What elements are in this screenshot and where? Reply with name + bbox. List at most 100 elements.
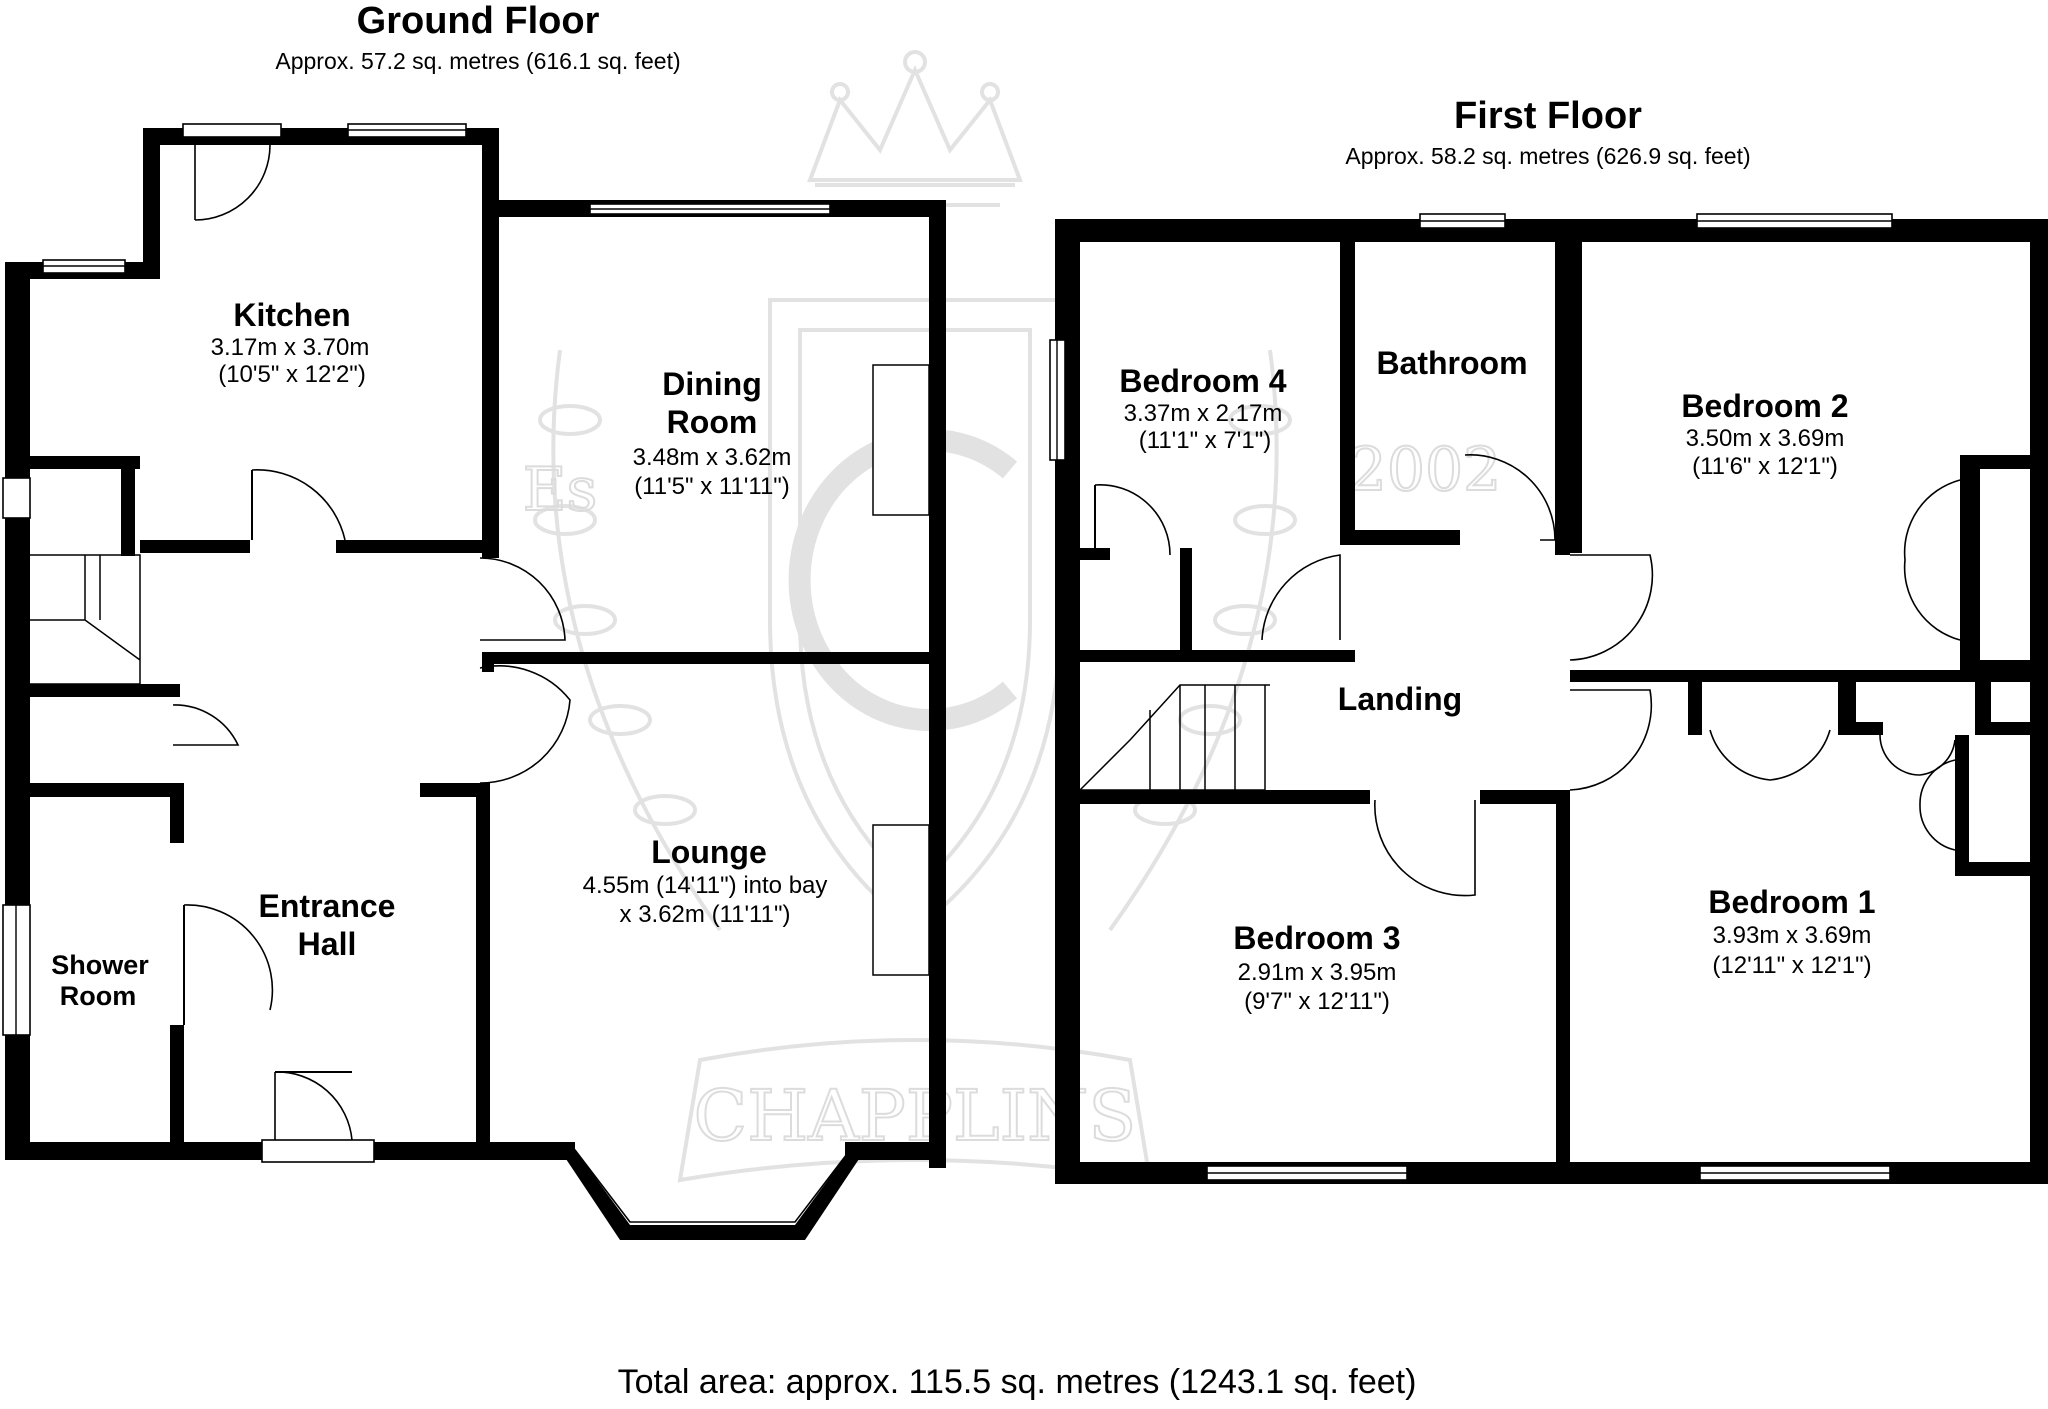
wall xyxy=(1960,660,2030,674)
bedroom1-dim-metric: 3.93m x 3.69m xyxy=(1712,922,1872,949)
shower-room-label-1: Shower xyxy=(51,950,149,980)
wall xyxy=(1080,790,1370,804)
wall xyxy=(1955,862,2030,876)
wall xyxy=(30,783,170,797)
lounge-dim-line2: x 3.62m (11'11") xyxy=(619,901,791,928)
wall xyxy=(482,652,494,672)
wall xyxy=(1570,235,1582,553)
wall xyxy=(1556,790,1570,1170)
kitchen-label: Kitchen xyxy=(233,297,351,333)
wall xyxy=(1340,235,1355,545)
bedroom2-dim-metric: 3.50m x 3.69m xyxy=(1685,425,1845,452)
wall xyxy=(1340,530,1460,545)
bedroom1-door[interactable] xyxy=(1569,689,1653,791)
landing-label: Landing xyxy=(1337,681,1463,717)
wall xyxy=(1960,455,1980,675)
dining-dim-metric: 3.48m x 3.62m xyxy=(632,444,792,471)
first-floor-plan xyxy=(1049,213,2048,1184)
bedroom4-label: Bedroom 4 xyxy=(1119,363,1287,399)
watermark-est: Es xyxy=(523,455,598,525)
dining-dim-imperial: (11'5" x 11'11") xyxy=(634,473,790,500)
wall xyxy=(1085,548,1095,560)
cupboard-doors-3[interactable] xyxy=(1919,759,1956,851)
kitchen-back-door[interactable] xyxy=(194,144,271,221)
front-door-threshold xyxy=(261,1139,375,1163)
wall xyxy=(1838,722,1883,735)
bedroom3-label: Bedroom 3 xyxy=(1233,920,1401,956)
wall xyxy=(1555,235,1570,555)
wall xyxy=(1838,675,1856,735)
bedroom3-door[interactable] xyxy=(1374,799,1476,897)
wall xyxy=(845,1142,945,1160)
bedroom1-label: Bedroom 1 xyxy=(1708,884,1876,920)
dining-room-label-2: Room xyxy=(666,404,758,440)
front-door[interactable] xyxy=(274,1071,353,1141)
bedroom4-cupboard-door[interactable] xyxy=(1094,484,1171,556)
fireplace xyxy=(872,364,930,516)
bedroom2-label: Bedroom 2 xyxy=(1681,388,1849,424)
wall xyxy=(170,1025,184,1150)
wall xyxy=(1055,219,2048,242)
wall xyxy=(482,128,499,203)
entrance-hall-label-1: Entrance xyxy=(258,888,396,924)
wall xyxy=(1688,675,1702,735)
wall xyxy=(1480,790,1570,804)
wardrobe-doors[interactable] xyxy=(1709,729,1831,781)
ground-floor-area: Approx. 57.2 sq. metres (616.1 sq. feet) xyxy=(275,48,681,74)
ground-floor-plan xyxy=(2,123,946,1240)
wall xyxy=(1955,735,1969,875)
wall xyxy=(482,652,937,664)
dining-room-label-1: Dining xyxy=(662,366,762,402)
wall xyxy=(121,456,135,556)
bedroom1-dim-imperial: (12'11" x 12'1") xyxy=(1712,952,1872,979)
window xyxy=(182,123,282,138)
wall xyxy=(1180,548,1192,658)
staircase xyxy=(1079,684,1270,791)
wall xyxy=(476,790,490,1150)
wardrobe-doors-2[interactable] xyxy=(1879,734,1956,776)
lounge-label: Lounge xyxy=(651,834,767,870)
bedroom4-door[interactable] xyxy=(1261,554,1341,641)
kitchen-dim-imperial: (10'5" x 12'2") xyxy=(218,361,366,388)
ground-floor-title: Ground Floor xyxy=(356,0,600,42)
window xyxy=(2,477,31,519)
bedroom3-dim-imperial: (9'7" x 12'11") xyxy=(1244,988,1390,1015)
bedroom2-wardrobe-door[interactable] xyxy=(1903,479,1961,641)
bathroom-door[interactable] xyxy=(1464,454,1556,541)
bedroom4-dim-imperial: (11'1" x 7'1") xyxy=(1138,427,1272,454)
wall xyxy=(1055,1162,2048,1184)
wall xyxy=(1975,675,1991,735)
first-floor-area: Approx. 58.2 sq. metres (626.9 sq. feet) xyxy=(1345,143,1751,169)
shower-door[interactable] xyxy=(183,904,274,1011)
bedroom3-dim-metric: 2.91m x 3.95m xyxy=(1237,959,1397,986)
watermark-year: 2002 xyxy=(1349,435,1502,505)
staircase xyxy=(30,554,141,685)
wall xyxy=(30,684,180,697)
shower-room-label-2: Room xyxy=(59,981,137,1011)
fireplace xyxy=(872,824,930,976)
lounge-door[interactable] xyxy=(479,665,571,784)
lounge-dim-line1: 4.55m (14'11") into bay xyxy=(582,872,828,899)
kitchen-dim-metric: 3.17m x 3.70m xyxy=(210,334,370,361)
wall xyxy=(170,783,184,843)
dining-door[interactable] xyxy=(479,557,566,641)
wall xyxy=(336,540,496,553)
first-floor-title: First Floor xyxy=(1454,95,1642,137)
wall xyxy=(1975,722,2030,735)
wall xyxy=(420,783,490,797)
total-area: Total area: approx. 115.5 sq. metres (12… xyxy=(617,1363,1417,1401)
wall xyxy=(2030,219,2048,1184)
wall xyxy=(1080,650,1355,662)
kitchen-door[interactable] xyxy=(251,469,346,541)
wall xyxy=(929,200,946,1168)
bathroom-label: Bathroom xyxy=(1376,345,1528,381)
entrance-hall-label-2: Hall xyxy=(297,926,357,962)
wall xyxy=(482,200,499,558)
bedroom2-dim-imperial: (11'6" x 12'1") xyxy=(1692,453,1838,480)
wall xyxy=(140,540,250,553)
cupboard-door[interactable] xyxy=(172,704,240,746)
bedroom4-dim-metric: 3.37m x 2.17m xyxy=(1123,400,1283,427)
wall xyxy=(30,456,140,469)
bedroom2-door[interactable] xyxy=(1569,554,1654,661)
